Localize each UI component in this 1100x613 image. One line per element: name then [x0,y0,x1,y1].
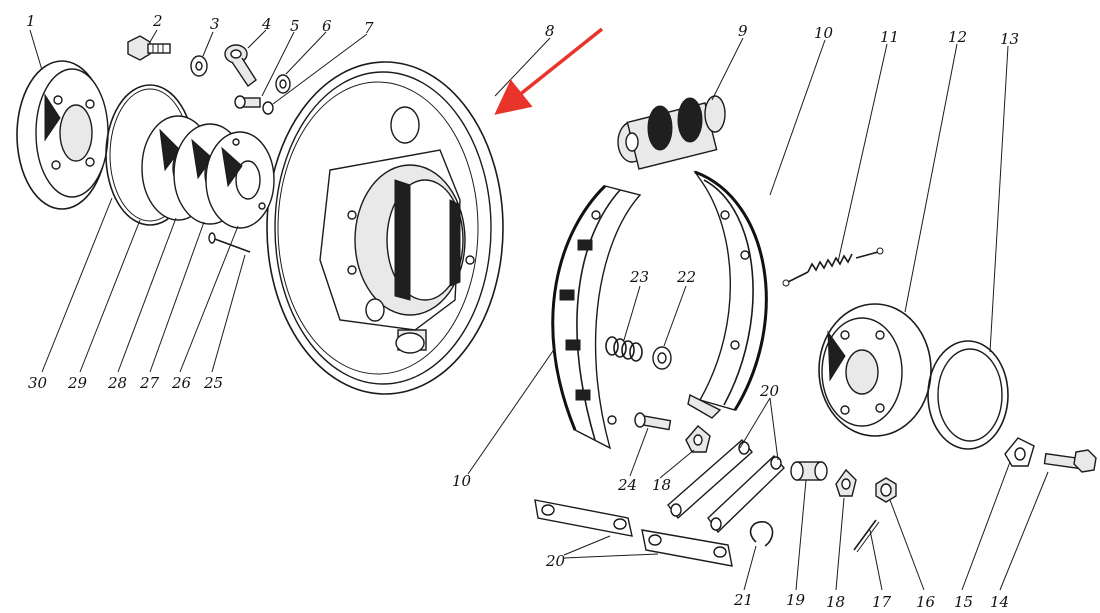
callout-5: 5 [290,17,300,35]
part-8-backing-plate [266,61,504,395]
callout-30: 30 [28,374,48,392]
callout-6: 6 [322,17,332,35]
part-18-nut-lower [835,468,857,497]
part-3-washer [190,55,208,77]
leader-lines [29,29,1049,591]
callout-20-lower: 20 [545,552,566,570]
callout-2: 2 [152,12,163,30]
highlight-arrow [494,27,604,115]
part-20-link-plate-upper-1 [667,438,753,520]
part-16-castle-nut [875,477,897,503]
callout-20-upper: 20 [759,382,780,400]
part-13-dust-ring [927,340,1009,450]
part-5-bleeder-screw [234,95,261,109]
part-2-bolt [127,35,171,61]
callout-22: 22 [676,268,696,286]
part-19-bushing [790,461,828,481]
part-26-shim [205,131,275,229]
callout-16: 16 [916,593,936,611]
part-10-brake-shoe-left [551,184,642,450]
part-4-banjo-fitting [224,44,257,88]
callout-24: 24 [617,476,637,494]
callout-10-lower: 10 [452,472,472,490]
callout-3: 3 [210,15,220,33]
callout-25: 25 [203,374,223,392]
part-14-bolt [1043,449,1097,473]
callout-12: 12 [948,28,967,46]
part-21-retaining-clip [749,521,774,547]
callout-4: 4 [261,15,272,33]
callout-18-upper: 18 [652,476,671,494]
callout-26: 26 [171,374,192,392]
callout-9: 9 [738,22,748,40]
part-11-return-spring [782,247,884,287]
part-7-cap [262,101,274,115]
callout-8: 8 [545,22,555,40]
callout-7: 7 [364,19,374,37]
callout-27: 27 [139,374,160,392]
callout-15: 15 [954,593,973,611]
part-18-nut-upper [685,425,711,453]
callout-1: 1 [26,12,36,30]
callout-18-lower: 18 [826,593,845,611]
part-24-stud [634,412,672,431]
callout-28: 28 [107,374,127,392]
part-12-brake-drum [818,303,932,437]
part-20-link-plate-lower-2 [641,529,733,567]
part-15-lock-plate [1004,437,1035,467]
callout-19: 19 [786,591,806,609]
part-6-washer [275,74,291,94]
callout-11: 11 [880,28,899,46]
callout-17: 17 [872,593,892,611]
callout-23: 23 [629,268,649,286]
part-23-spring [605,336,643,362]
part-17-cotter-pin [853,519,880,553]
part-25-pin [208,232,251,253]
callout-21: 21 [733,591,753,609]
part-22-washer [652,346,672,370]
part-20-link-plate-upper-2 [707,454,785,534]
callout-13: 13 [1000,30,1019,48]
callout-14: 14 [990,593,1009,611]
part-1-hub-flange [16,60,109,210]
callout-29: 29 [67,374,88,392]
callout-10-upper: 10 [814,24,834,42]
callout-labels: 1 2 3 4 5 6 7 8 9 10 11 12 13 14 15 16 1… [26,12,1019,611]
part-10-brake-shoe-right [687,170,768,419]
part-20-link-plate-lower-1 [534,499,633,537]
part-9-adjuster-cam [617,95,726,170]
